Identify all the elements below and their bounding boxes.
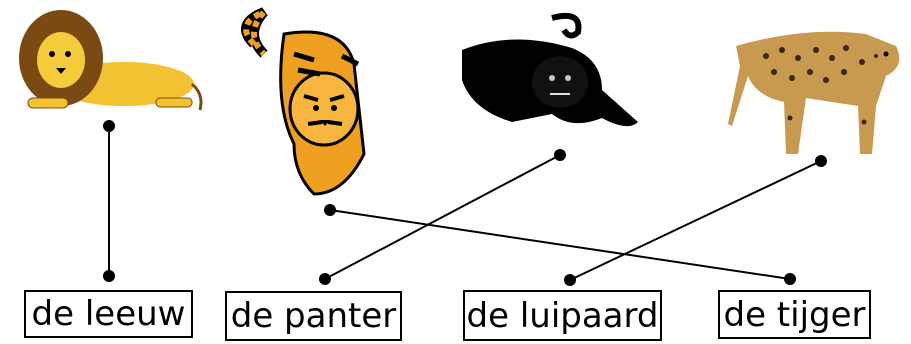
label-de-luipaard[interactable]: de luipaard — [463, 290, 662, 341]
label-de-tijger[interactable]: de tijger — [718, 290, 871, 339]
label-de-panter[interactable]: de panter — [225, 291, 402, 341]
label-de-leeuw[interactable]: de leeuw — [24, 290, 193, 338]
leopard-icon — [726, 6, 908, 156]
tiger-icon — [224, 4, 376, 200]
panther-icon — [452, 10, 648, 138]
lion-icon — [6, 2, 206, 124]
